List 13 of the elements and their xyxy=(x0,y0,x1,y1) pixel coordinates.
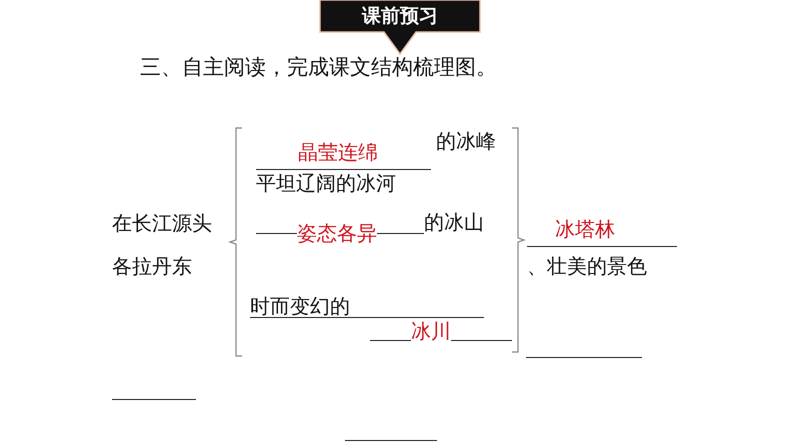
title: 课前预习 xyxy=(360,4,439,28)
answer-text: 冰川 xyxy=(411,319,451,343)
answer-text: 晶莹连绵 xyxy=(298,140,378,164)
answer-text: 冰塔林 xyxy=(555,217,615,241)
label-text: 的冰山 xyxy=(424,210,484,234)
label-text: 在长江源头 xyxy=(112,211,212,235)
label-text: 时而变幻的 xyxy=(250,294,350,318)
answer-text: 姿态各异 xyxy=(297,221,377,245)
label-text: 各拉丹东 xyxy=(112,254,192,278)
label-text: 的冰峰 xyxy=(436,129,496,153)
label-text: 平坦辽阔的冰河 xyxy=(256,171,396,195)
label-text: 三、自主阅读，完成课文结构梳理图。 xyxy=(140,55,497,80)
label-text: 、壮美的景色 xyxy=(527,254,647,278)
